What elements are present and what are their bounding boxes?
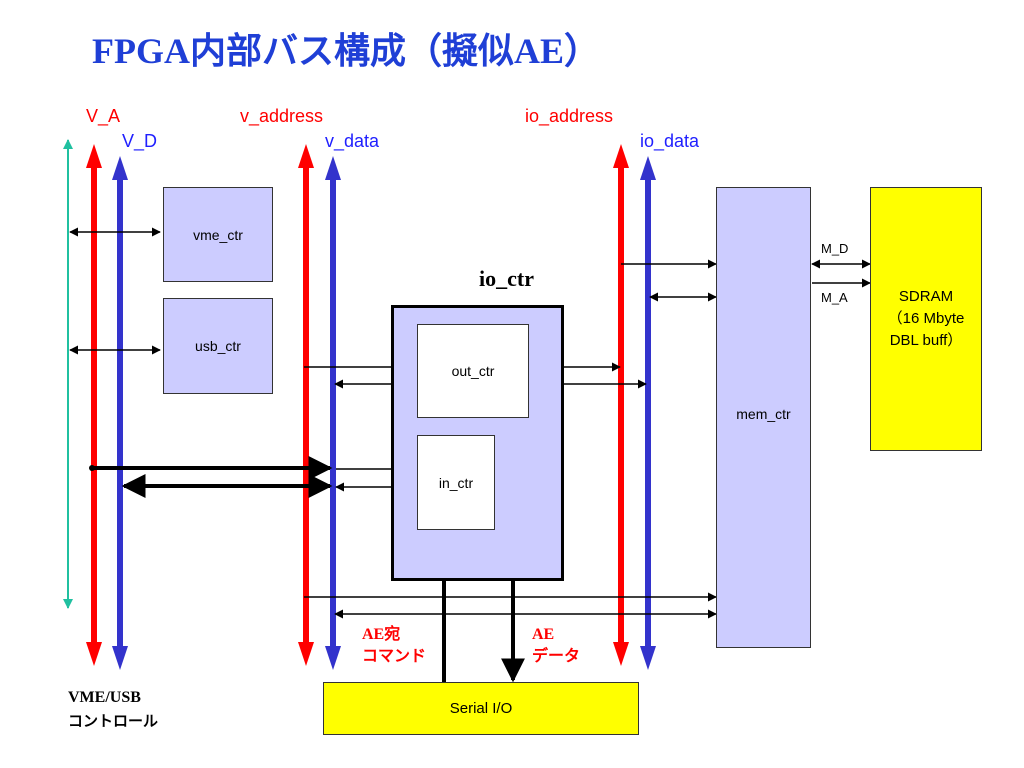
- sdram-label-line2: （16 Mbyte: [887, 310, 965, 327]
- out-ctr-block: out_ctr: [417, 324, 529, 418]
- in-ctr-block: in_ctr: [417, 435, 495, 530]
- page-title: FPGA内部バス構成（擬似AE）: [92, 31, 600, 71]
- label-v-address: v_address: [240, 106, 324, 126]
- io-ctr-label: io_ctr: [479, 266, 534, 291]
- vme-usb-control-annotation: VME/USB コントロール: [68, 686, 158, 734]
- serial-io-label: Serial I/O: [449, 700, 513, 717]
- label-v-a: V_A: [86, 106, 121, 126]
- label-v-d: V_D: [122, 131, 158, 151]
- mem-ctr-label: mem_ctr: [736, 405, 791, 422]
- label-io-data: io_data: [640, 131, 700, 151]
- mem-ctr-block: mem_ctr: [716, 187, 811, 648]
- vme-usb-line1: VME/USB: [68, 689, 141, 706]
- bus-v-d: [112, 156, 128, 670]
- in-ctr-label: in_ctr: [438, 474, 474, 491]
- m-a-label: M_A: [821, 290, 848, 305]
- bus-v-data: [325, 156, 341, 670]
- m-d-label: M_D: [821, 241, 849, 256]
- ae-data-line2: データ: [532, 648, 581, 665]
- sdram-label-line3: DBL buff）: [889, 332, 963, 349]
- ae-command-line1: AE宛: [362, 626, 401, 643]
- bus-io-address: [613, 144, 629, 666]
- out-ctr-label: out_ctr: [451, 363, 495, 379]
- label-v-data: v_data: [325, 131, 380, 151]
- serial-io-block: Serial I/O: [323, 682, 639, 735]
- usb-ctr-label: usb_ctr: [195, 338, 241, 354]
- sdram-label-line1: SDRAM: [898, 288, 954, 305]
- sdram-block: SDRAM （16 Mbyte DBL buff）: [870, 187, 982, 451]
- ae-data-line1: AE: [532, 626, 555, 643]
- usb-ctr-block: usb_ctr: [163, 298, 273, 394]
- ae-command-annotation: AE宛 コマンド: [362, 624, 426, 668]
- bus-v-a: [86, 144, 102, 666]
- bus-io-data: [640, 156, 656, 670]
- label-io-address: io_address: [525, 106, 614, 126]
- ae-command-line2: コマンド: [362, 648, 427, 665]
- bus-v-address: [298, 144, 314, 666]
- vme-usb-line2: コントロール: [68, 713, 159, 730]
- ae-data-annotation: AE データ: [532, 624, 580, 668]
- vme-ctr-block: vme_ctr: [163, 187, 273, 282]
- vme-ctr-label: vme_ctr: [193, 226, 243, 243]
